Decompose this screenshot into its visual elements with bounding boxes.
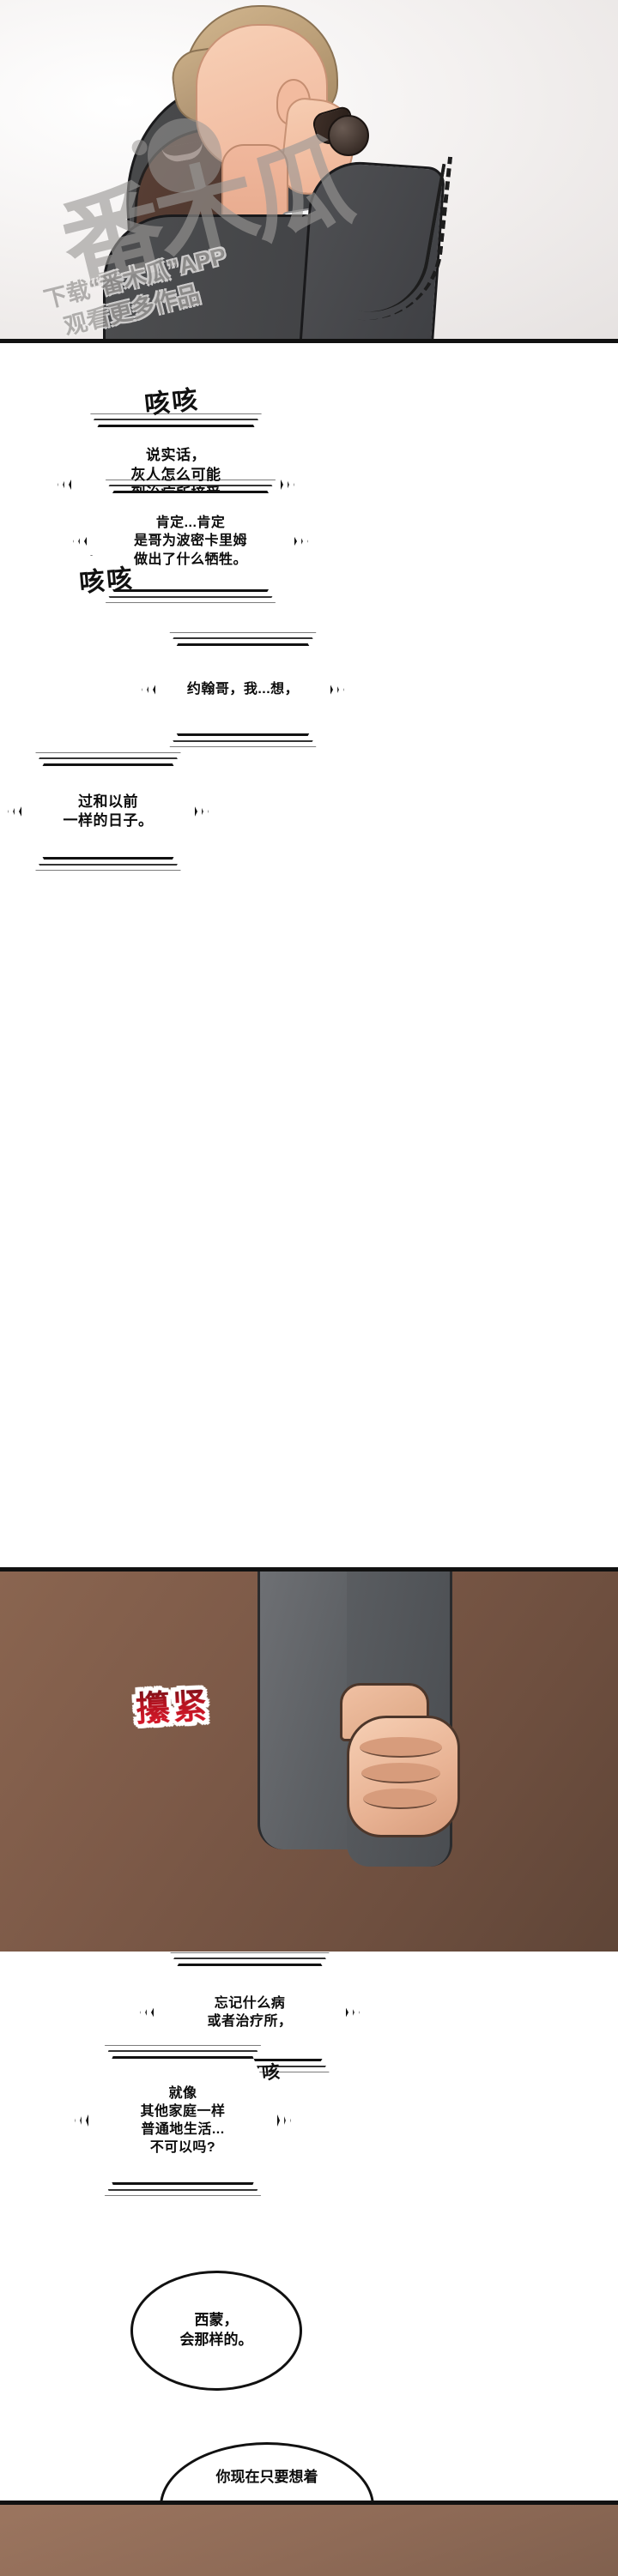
bubble-text: 过和以前 一样的日子。 — [63, 793, 154, 829]
section-dialogue-lower: 忘记什么病 或者治疗所， 咳咳 就像 其他家庭一样 普通地生活... 不可以吗?… — [0, 1952, 618, 2501]
bubble-outline-mid — [13, 757, 203, 866]
panel-phone-call: 番木瓜 下载“番木瓜”APP 观看更多作品 — [0, 0, 618, 343]
bubble-outline-mid — [80, 2050, 286, 2191]
bubble-outline-outer — [142, 632, 344, 747]
bubble-body — [153, 643, 333, 736]
panel-next-scene-strip — [0, 2501, 618, 2576]
bubble-body — [19, 763, 197, 860]
character-fist — [347, 1716, 460, 1837]
speech-bubble-4: 过和以前 一样的日子。 — [8, 752, 209, 871]
bubble-outline-outer — [73, 480, 308, 603]
telephone-earpiece — [328, 115, 369, 156]
speech-bubble-2: 肯定...肯定 是哥为波密卡里姆 做出了什么牺牲。 — [73, 480, 308, 603]
speech-bubble-6: 就像 其他家庭一样 普通地生活... 不可以吗? — [75, 2045, 291, 2196]
bubble-text: 肯定...肯定 是哥为波密卡里姆 做出了什么牺牲。 — [133, 516, 247, 567]
bubble-outline-outer — [75, 2045, 291, 2196]
sfx-cough-2: 咳咳 — [77, 564, 136, 599]
speech-bubble-7: 西蒙， 会那样的。 — [130, 2271, 302, 2391]
speech-bubble-8: 你现在只要想着 — [160, 2442, 374, 2501]
bubble-body — [86, 2056, 280, 2185]
bubble-text: 就像 其他家庭一样 普通地生活... 不可以吗? — [140, 2085, 226, 2156]
bubble-body — [84, 491, 297, 592]
bubble-text: 你现在只要想着 — [215, 2469, 318, 2485]
panel-clenched-fist: 攥紧 — [0, 1567, 618, 1960]
bubble-outline-mid — [147, 637, 339, 742]
bubble-body — [130, 2271, 302, 2391]
section-dialogue-upper: 说实话， 灰人怎么可能 到治疗所接受 正当治疗。 咳咳 肯定...肯定 是哥为波… — [0, 343, 618, 1205]
knuckle-line — [363, 1789, 437, 1809]
bubble-text: 约翰哥，我...想， — [186, 682, 300, 697]
knuckle-line — [360, 1737, 442, 1758]
bubble-text: 忘记什么病 或者治疗所， — [207, 1995, 293, 2029]
bubble-text: 西蒙， 会那样的。 — [179, 2312, 253, 2348]
sfx-cough-1: 咳咳 — [142, 384, 202, 421]
bubble-outline-mid — [78, 485, 303, 598]
speech-bubble-3: 约翰哥，我...想， — [142, 632, 344, 747]
sfx-clench: 攥紧 — [135, 1678, 211, 1731]
bubble-outline-outer — [8, 752, 209, 871]
knuckle-line — [361, 1763, 440, 1783]
